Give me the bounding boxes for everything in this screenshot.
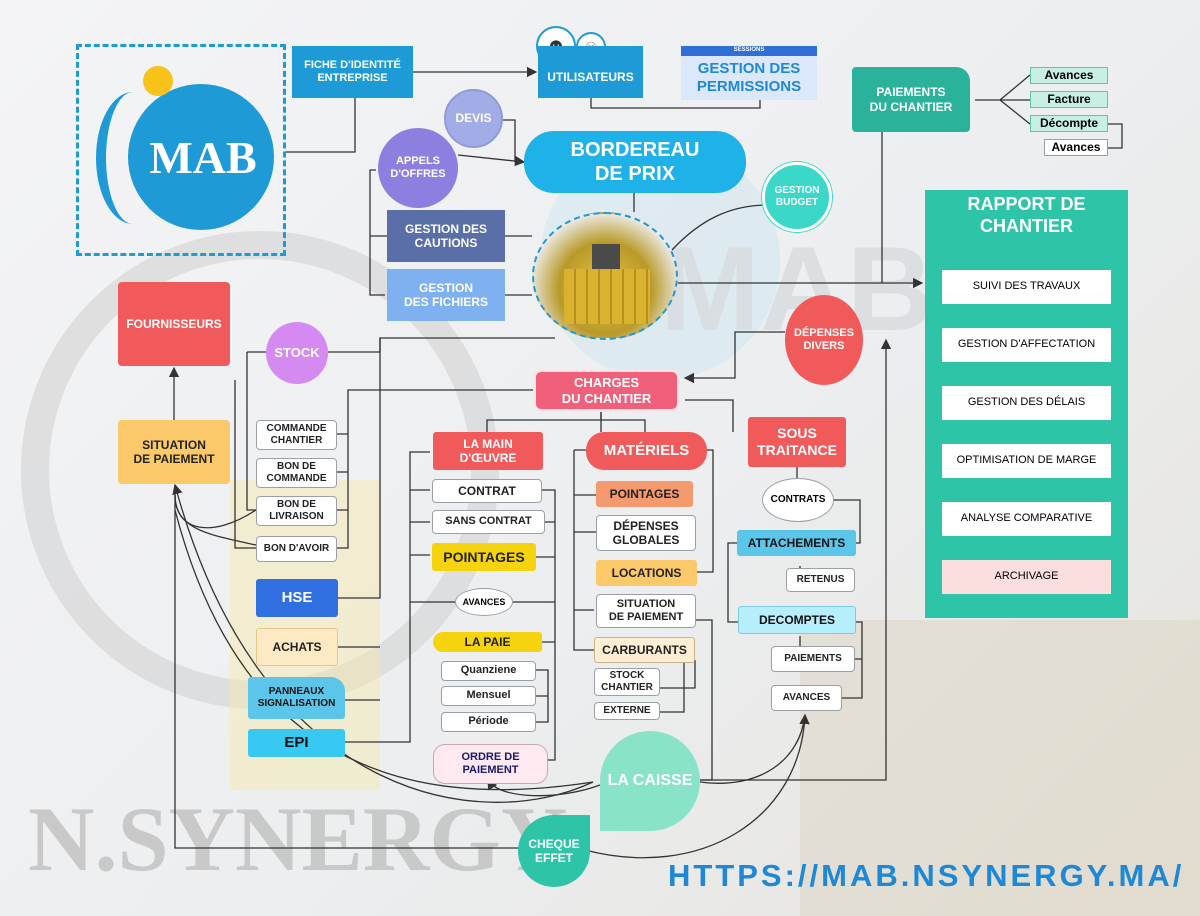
externe-box[interactable]: EXTERNE <box>594 702 660 720</box>
logo-text: MAB <box>149 132 257 183</box>
utilisateurs-box[interactable]: UTILISATEURS <box>538 46 643 98</box>
panneaux-signalisation-box[interactable]: PANNEAUX SIGNALISATION <box>248 677 345 719</box>
situation-paiement-box[interactable]: SITUATION DE PAIEMENT <box>118 420 230 484</box>
gestion-budget-circle[interactable]: GESTION BUDGET <box>762 162 832 232</box>
la-caisse-box[interactable]: LA CAISSE <box>600 731 700 831</box>
avances-ellipse[interactable]: AVANCES <box>455 588 513 616</box>
mat-pointages-box[interactable]: POINTAGES <box>596 481 693 507</box>
commande-chantier-box[interactable]: COMMANDE CHANTIER <box>256 420 337 450</box>
cheque-effet-box[interactable]: CHEQUE EFFET <box>518 815 590 887</box>
report-gestion-delais[interactable]: GESTION DES DÉLAIS <box>942 386 1111 420</box>
charges-chantier-box[interactable]: CHARGES DU CHANTIER <box>533 369 680 412</box>
carburants-box[interactable]: CARBURANTS <box>594 637 695 663</box>
quanziene-box[interactable]: Quanziene <box>441 661 536 681</box>
logo-swoosh-icon <box>96 92 170 224</box>
la-paie-box[interactable]: LA PAIE <box>433 632 542 652</box>
mat-situation-paiement-box[interactable]: SITUATION DE PAIEMENT <box>596 594 696 628</box>
main-oeuvre-box[interactable]: LA MAIN D'ŒUVRE <box>433 432 543 470</box>
watermark-brand-text: N.SYNERGY <box>28 788 567 890</box>
logo-dot-icon <box>143 66 173 96</box>
bon-commande-box[interactable]: BON DE COMMANDE <box>256 458 337 488</box>
website-url[interactable]: HTTPS://MAB.NSYNERGY.MA/ <box>668 858 1185 893</box>
building-block-icon <box>564 269 650 324</box>
fiche-identite-box[interactable]: FICHE D'IDENTITÉ ENTREPRISE <box>292 46 413 98</box>
building-image <box>532 212 678 340</box>
depenses-divers-circle[interactable]: DÉPENSES DIVERS <box>785 295 863 385</box>
sessions-header: SESSIONS <box>681 46 817 56</box>
paiements-chantier-box[interactable]: PAIEMENTS DU CHANTIER <box>852 67 970 132</box>
materiels-box[interactable]: MATÉRIELS <box>586 432 707 470</box>
pointages-box[interactable]: POINTAGES <box>432 543 536 571</box>
achats-box[interactable]: ACHATS <box>256 628 338 666</box>
contrat-box[interactable]: CONTRAT <box>432 479 542 503</box>
depenses-globales-box[interactable]: DÉPENSES GLOBALES <box>596 515 696 551</box>
gestion-cautions-box[interactable]: GESTION DES CAUTIONS <box>387 210 505 262</box>
stock-circle[interactable]: STOCK <box>266 322 328 384</box>
gestion-fichiers-box[interactable]: GESTION DES FICHIERS <box>387 269 505 321</box>
attachements-box[interactable]: ATTACHEMENTS <box>737 530 856 556</box>
bon-avoir-box[interactable]: BON D'AVOIR <box>256 536 337 562</box>
bon-livraison-box[interactable]: BON DE LIVRAISON <box>256 496 337 526</box>
report-archivage[interactable]: ARCHIVAGE <box>942 560 1111 594</box>
st-avances-box[interactable]: AVANCES <box>771 685 842 711</box>
paiement-avances-2-item[interactable]: Avances <box>1044 139 1108 156</box>
paiement-facture-item[interactable]: Facture <box>1030 91 1108 108</box>
sous-traitance-box[interactable]: SOUS TRAITANCE <box>748 417 846 467</box>
report-optimisation-marge[interactable]: OPTIMISATION DE MARGE <box>942 444 1111 478</box>
appels-offres-circle[interactable]: APPELS D'OFFRES <box>378 128 458 208</box>
epi-box[interactable]: EPI <box>248 729 345 757</box>
gestion-permissions-box[interactable]: GESTION DES PERMISSIONS <box>681 56 817 100</box>
paiement-avances-item[interactable]: Avances <box>1030 67 1108 84</box>
bordereau-prix-box[interactable]: BORDEREAU DE PRIX <box>524 131 746 193</box>
periode-box[interactable]: Période <box>441 712 536 732</box>
locations-box[interactable]: LOCATIONS <box>596 560 697 586</box>
hse-box[interactable]: HSE <box>256 579 338 617</box>
mensuel-box[interactable]: Mensuel <box>441 686 536 706</box>
rapport-chantier-title: RAPPORT DE CHANTIER <box>967 194 1086 236</box>
logo-frame <box>76 44 286 256</box>
ordre-paiement-box[interactable]: ORDRE DE PAIEMENT <box>433 744 548 784</box>
decomptes-box[interactable]: DECOMPTES <box>738 606 856 634</box>
contrats-ellipse[interactable]: CONTRATS <box>762 478 834 522</box>
fournisseurs-box[interactable]: FOURNISSEURS <box>118 282 230 366</box>
paiement-decompte-item[interactable]: Décompte <box>1030 115 1108 132</box>
report-analyse-comparative[interactable]: ANALYSE COMPARATIVE <box>942 502 1111 536</box>
devis-circle[interactable]: DEVIS <box>444 89 503 148</box>
sans-contrat-box[interactable]: SANS CONTRAT <box>432 510 545 534</box>
retenus-box[interactable]: RETENUS <box>786 568 855 592</box>
st-paiements-box[interactable]: PAIEMENTS <box>771 646 855 672</box>
report-gestion-affectation[interactable]: GESTION D'AFFECTATION <box>942 328 1111 362</box>
stock-chantier-box[interactable]: STOCK CHANTIER <box>594 668 660 696</box>
report-suivi-travaux[interactable]: SUIVI DES TRAVAUX <box>942 270 1111 304</box>
